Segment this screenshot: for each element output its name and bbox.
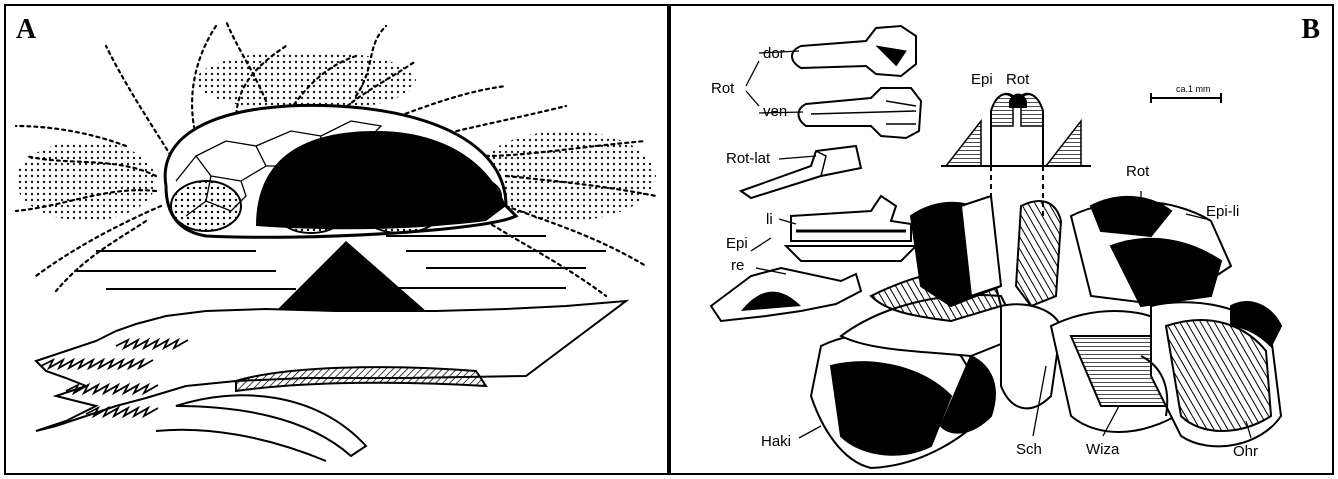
shelled-animal: [165, 105, 516, 237]
panel-a-illustration: [6, 6, 667, 473]
label-sch: Sch: [1016, 441, 1042, 458]
label-epi-left: Epi: [726, 235, 748, 252]
lower-hook: [176, 395, 366, 456]
element-dor: [792, 26, 916, 76]
label-re: re: [731, 257, 744, 274]
panel-a: A: [4, 4, 669, 475]
element-ven: [799, 88, 922, 138]
label-ven: ven: [763, 103, 787, 120]
label-rot-left: Rot: [711, 80, 735, 97]
label-dor: dor: [763, 45, 785, 62]
label-scale-bar: ca.1 mm: [1176, 84, 1211, 94]
label-wiza: Wiza: [1086, 441, 1120, 458]
label-haki: Haki: [761, 433, 791, 450]
label-ohr: Ohr: [1233, 443, 1258, 460]
label-li: li: [766, 211, 773, 228]
element-epi-re: [711, 268, 861, 321]
scale-bar: [1151, 93, 1221, 103]
central-epi-rot: [941, 94, 1091, 217]
label-epi-top: Epi: [971, 71, 993, 88]
element-epi-li: [786, 196, 916, 261]
panel-b: B: [669, 4, 1334, 475]
label-rot-lat: Rot-lat: [726, 150, 771, 167]
panel-b-illustration: dor Rot ven Rot-lat li Epi re Epi Rot Ro…: [671, 6, 1332, 473]
label-epi-li: Epi-li: [1206, 203, 1239, 220]
black-triangle: [276, 241, 426, 311]
label-rot-top: Rot: [1006, 71, 1030, 88]
radula-rows: [36, 301, 626, 431]
label-rot-right: Rot: [1126, 163, 1150, 180]
